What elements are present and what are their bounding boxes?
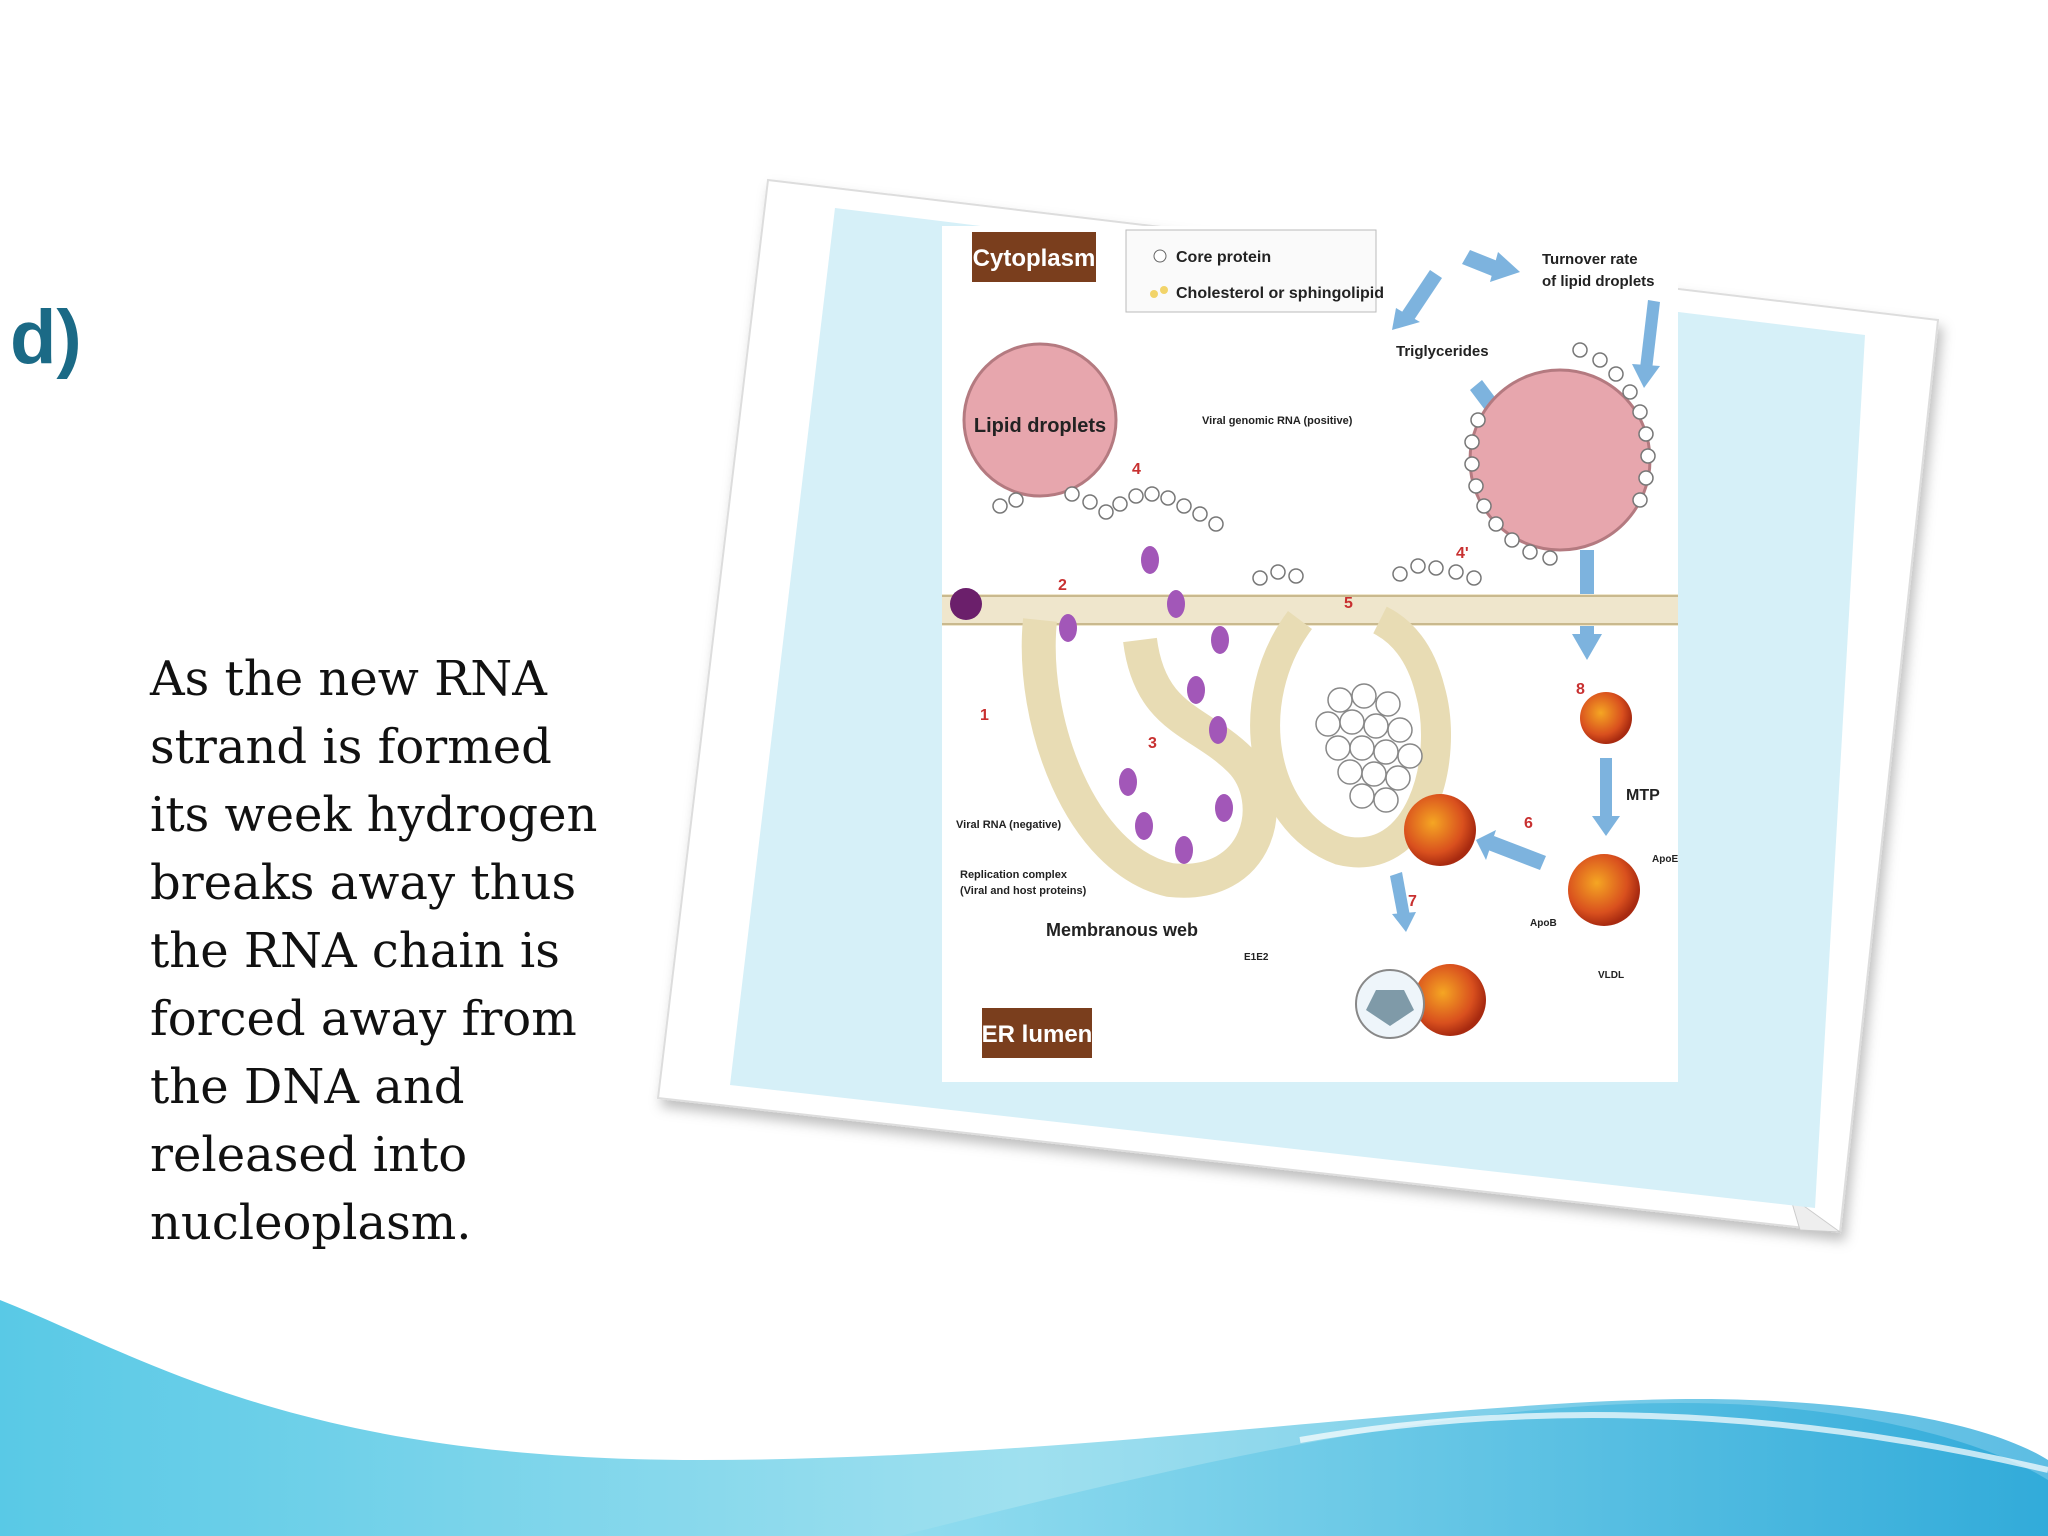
apoe-label: ApoE: [1652, 854, 1678, 865]
slide-body-text: As the new RNA strand is formed its week…: [150, 645, 610, 1257]
turnover-label-2: of lipid droplets: [1542, 273, 1655, 290]
body-line-7: the DNA and: [150, 1059, 465, 1115]
host-cell-particle: [950, 588, 982, 620]
body-line-3: its week hydrogen: [150, 787, 598, 843]
replication-complex-label-2: (Viral and host proteins): [960, 885, 1087, 897]
step-4: 4: [1132, 461, 1141, 478]
membranous-web-mid: [1250, 606, 1451, 868]
step-8: 8: [1576, 681, 1585, 698]
lipoviral-particle-3: [1404, 794, 1476, 866]
wave-highlight: [1299, 1412, 2048, 1473]
slide-heading: d): [10, 295, 82, 380]
er-lumen-label: ER lumen: [982, 1021, 1093, 1048]
e1e2-label: E1E2: [1244, 952, 1269, 963]
body-line-9: nucleoplasm.: [150, 1195, 472, 1251]
viral-genomic-rna-label: Viral genomic RNA (positive): [1202, 415, 1353, 427]
wave-front: [900, 1402, 2048, 1536]
legend-box: [1125, 229, 1377, 313]
body-line-6: forced away from: [150, 991, 577, 1047]
membranous-web-left: [1021, 618, 1277, 898]
legend-cholesterol: Cholesterol or sphingolipid: [1176, 285, 1384, 302]
step-5: 5: [1344, 595, 1353, 612]
lipid-droplets-label: Lipid droplets: [974, 415, 1106, 437]
viral-replication-diagram: Cytoplasm Core protein Cholesterol or sp…: [942, 226, 1678, 1082]
cytoplasm-label-box: [972, 232, 1096, 282]
body-line-1: As the new RNA: [150, 651, 547, 707]
mtp-label: MTP: [1626, 787, 1660, 804]
lipoviral-particle-4: [1414, 964, 1486, 1036]
body-line-4: breaks away thus: [150, 855, 577, 911]
step-3: 3: [1148, 735, 1157, 752]
legend-core-protein: Core protein: [1176, 249, 1271, 266]
replication-complexes: [1059, 546, 1233, 864]
step-2: 2: [1058, 577, 1067, 594]
step-1: 1: [980, 707, 989, 724]
turnover-label-1: Turnover rate: [1542, 251, 1638, 268]
er-lumen-label-box: [982, 1008, 1092, 1058]
viral-rna-negative-label: Viral RNA (negative): [956, 819, 1061, 831]
apob-label: ApoB: [1530, 918, 1557, 929]
lipoviral-particle-2: [1568, 854, 1640, 926]
body-line-2: strand is formed: [150, 719, 552, 775]
step-7: 7: [1408, 893, 1417, 910]
body-line-8: released into: [150, 1127, 468, 1183]
cytoplasm-label: Cytoplasm: [973, 245, 1096, 272]
replication-complex-label-1: Replication complex: [960, 869, 1068, 881]
lipoviral-particle-1: [1580, 692, 1632, 744]
virion-cluster: [1315, 683, 1423, 813]
body-line-5: the RNA chain is: [150, 923, 560, 979]
core-protein-beads: [992, 342, 1656, 586]
step-6: 6: [1524, 815, 1533, 832]
lipid-droplet-left: [962, 342, 1118, 498]
membranous-web-label: Membranous web: [1046, 920, 1198, 940]
vldl-label: VLDL: [1598, 970, 1624, 981]
step-4-prime: 4': [1456, 545, 1469, 562]
triglycerides-label: Triglycerides: [1396, 343, 1489, 360]
